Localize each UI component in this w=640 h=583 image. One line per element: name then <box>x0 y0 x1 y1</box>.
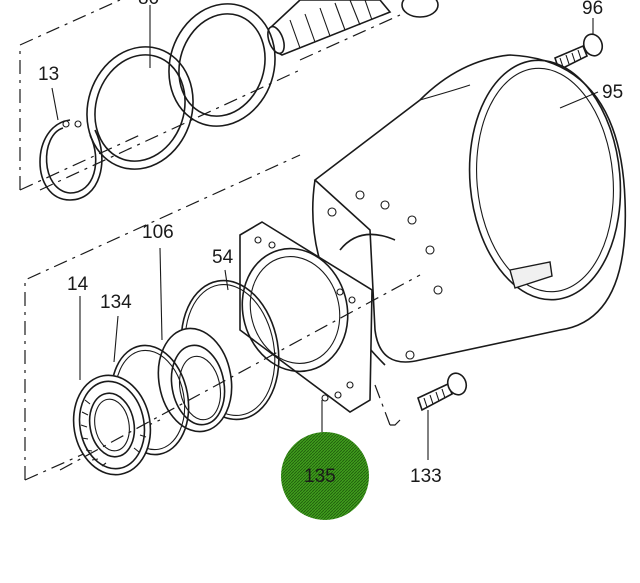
label-13: 13 <box>38 64 59 85</box>
label-14: 14 <box>67 274 89 295</box>
ring-80-part <box>168 3 276 127</box>
label-134: 134 <box>100 292 132 313</box>
label-top-ring: 80 <box>138 0 159 9</box>
leader-lines <box>51 5 599 460</box>
upper-assembly-frame <box>19 0 401 191</box>
label-54: 54 <box>212 247 234 268</box>
label-135[interactable]: 135 <box>304 466 336 487</box>
label-106: 106 <box>142 222 174 243</box>
label-95: 95 <box>602 82 623 103</box>
highlight-marker[interactable] <box>281 432 369 520</box>
label-133: 133 <box>410 466 442 487</box>
shaft-part <box>267 0 439 56</box>
bolt-96-part <box>554 33 604 72</box>
flange-plate-part <box>239 221 373 413</box>
axis-lines <box>39 69 421 471</box>
bolt-133-part <box>417 372 468 412</box>
ring-large-part <box>86 46 194 170</box>
bearing-14-part <box>72 374 152 476</box>
snap-ring-13-part <box>39 119 103 201</box>
label-96: 96 <box>582 0 603 19</box>
seal-106-part <box>157 327 233 433</box>
